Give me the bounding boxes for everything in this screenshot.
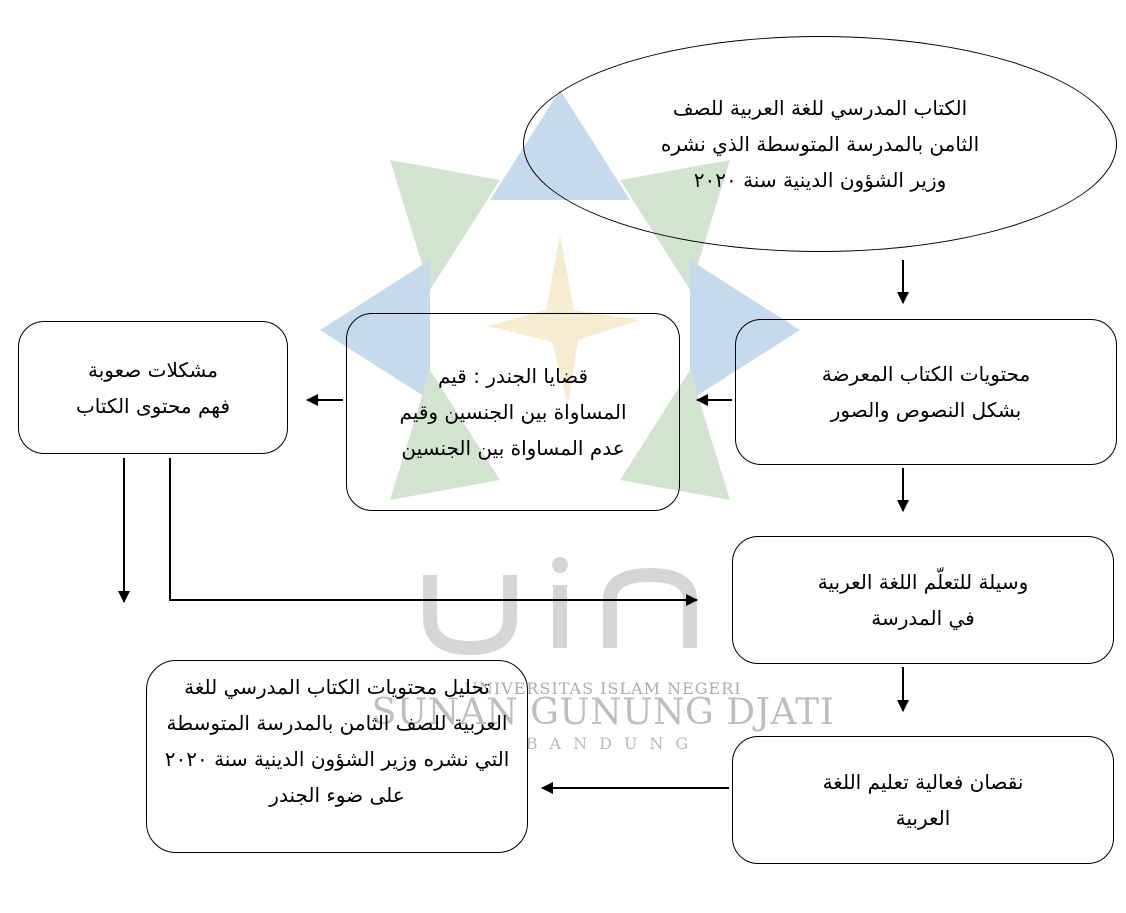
problems-line: مشكلات صعوبة bbox=[88, 357, 218, 382]
gender-line: عدم المساواة بين الجنسين bbox=[401, 436, 625, 460]
textbook-ellipse: الكتاب المدرسي للغة العربية للصف الثامن … bbox=[523, 36, 1117, 252]
analysis-line: العربية للصف الثامن بالمدرسة المتوسطة bbox=[166, 711, 508, 735]
textbook-line: الثامن بالمدرسة المتوسطة الذي نشره bbox=[660, 132, 980, 156]
logo-dot bbox=[552, 557, 568, 573]
analysis-line: على ضوء الجندر bbox=[269, 783, 405, 807]
gender-line: قضايا الجندر : قيم bbox=[437, 364, 589, 388]
analysis-line: التي نشره وزير الشؤون الدينية سنة ٢٠٢٠ bbox=[164, 747, 510, 771]
deficit-line: العربية bbox=[895, 806, 951, 830]
textbook-line: الكتاب المدرسي للغة العربية للصف bbox=[672, 96, 968, 120]
deficit-line: نقصان فعالية تعليم اللغة bbox=[822, 770, 1024, 794]
analysis-line: تحليل محتويات الكتاب المدرسي للغة bbox=[184, 675, 490, 699]
gender-line: المساواة بين الجنسين وقيم bbox=[399, 400, 627, 424]
gender-issues-box: قضايا الجندر : قيم المساواة بين الجنسين … bbox=[346, 313, 680, 511]
contents-box: محتويات الكتاب المعرضة بشكل النصوص والصو… bbox=[735, 319, 1117, 465]
logo-letter-u bbox=[423, 575, 517, 656]
deficit-box: نقصان فعالية تعليم اللغة العربية bbox=[732, 736, 1114, 864]
textbook-line: وزير الشؤون الدينية سنة ٢٠٢٠ bbox=[693, 168, 947, 192]
medium-line: في المدرسة bbox=[871, 606, 975, 630]
logo-letter-n bbox=[603, 567, 697, 648]
logo-petal bbox=[390, 160, 500, 290]
medium-line: وسيلة للتعلّم اللغة العربية bbox=[817, 570, 1029, 594]
contents-line: بشكل النصوص والصور bbox=[830, 398, 1022, 422]
contents-line: محتويات الكتاب المعرضة bbox=[821, 362, 1031, 386]
analysis-box: تحليل محتويات الكتاب المدرسي للغة العربي… bbox=[146, 660, 528, 853]
problems-line: فهم محتوى الكتاب bbox=[75, 393, 231, 418]
problems-box: مشكلات صعوبة فهم محتوى الكتاب bbox=[18, 321, 288, 454]
learning-medium-box: وسيلة للتعلّم اللغة العربية في المدرسة bbox=[732, 536, 1114, 664]
